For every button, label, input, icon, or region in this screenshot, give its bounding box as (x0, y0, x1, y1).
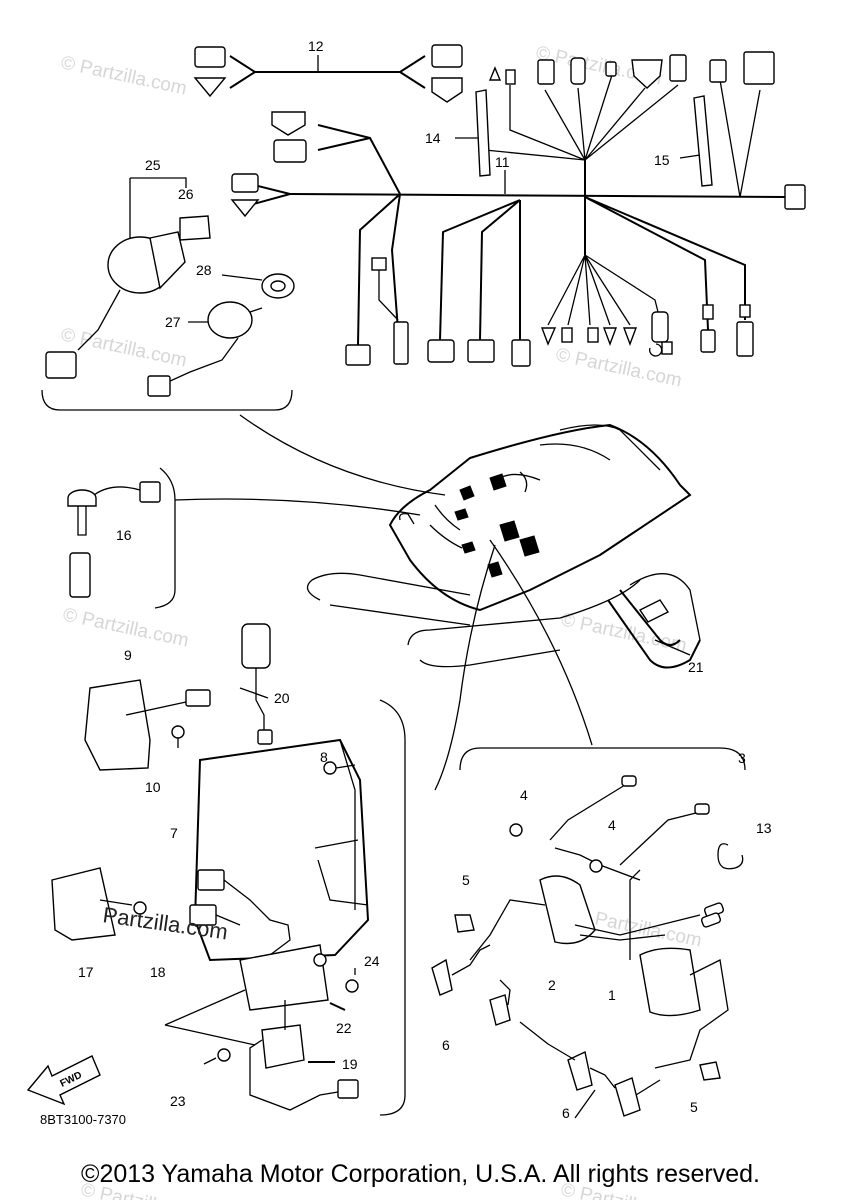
callout-16: 16 (116, 527, 132, 543)
callout-6b: 6 (562, 1105, 570, 1121)
callout-2: 2 (548, 977, 556, 993)
callout-25: 25 (145, 157, 161, 173)
watermark-text: © Partzilla.com (59, 324, 189, 371)
callout-5: 5 (462, 872, 470, 888)
callout-3: 3 (738, 750, 746, 766)
callout-9: 9 (124, 647, 132, 663)
callout-20: 20 (274, 690, 290, 706)
callout-4b: 4 (608, 817, 616, 833)
copyright-notice: ©2013 Yamaha Motor Corporation, U.S.A. A… (81, 1160, 760, 1188)
ignition-coil-group (431, 747, 746, 1119)
watermark-text: © Partzilla.com (61, 604, 191, 651)
drawing-code: 8BT3100-7370 (40, 1112, 126, 1127)
watermark-text: © Partzilla.com (59, 52, 189, 99)
watermark-text: © Partzilla.com (559, 609, 689, 656)
snowmobile-body (154, 414, 701, 791)
callout-23: 23 (170, 1093, 186, 1109)
callout-12: 12 (308, 38, 324, 54)
callout-13: 13 (756, 820, 772, 836)
callout-22: 22 (336, 1020, 352, 1036)
callout-19: 19 (342, 1056, 358, 1072)
callout-15: 15 (654, 152, 670, 168)
callout-17: 17 (78, 964, 94, 980)
callout-7: 7 (170, 825, 178, 841)
callout-4: 4 (520, 787, 528, 803)
callout-8: 8 (320, 749, 328, 765)
callout-labels: 1 2 3 4 4 5 5 6 6 7 8 9 10 11 12 13 14 1… (78, 38, 772, 1121)
callout-5b: 5 (690, 1099, 698, 1115)
callout-14: 14 (425, 130, 441, 146)
fwd-arrow-icon: FWD (26, 1055, 101, 1106)
callout-24: 24 (364, 953, 380, 969)
callout-28: 28 (196, 262, 212, 278)
callout-10: 10 (145, 779, 161, 795)
callout-27: 27 (165, 314, 181, 330)
callout-11: 11 (495, 154, 510, 170)
callout-26: 26 (178, 186, 194, 202)
callout-1: 1 (608, 987, 616, 1003)
callout-21: 21 (688, 659, 704, 675)
watermark-layer: © Partzilla.com © Partzilla.com © Partzi… (59, 42, 704, 1200)
main-switch-group (41, 177, 295, 411)
cdi-and-regulator-group (51, 699, 406, 1116)
left-mid-parts (67, 481, 273, 771)
callout-18: 18 (150, 964, 166, 980)
wire-harness (193, 44, 806, 367)
callout-6: 6 (442, 1037, 450, 1053)
